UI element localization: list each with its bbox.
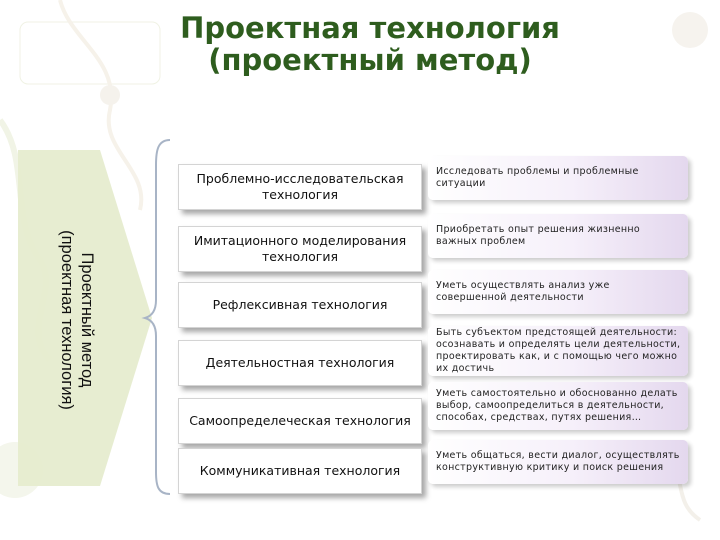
goal-text: Уметь общаться, вести диалог, осуществля… — [436, 450, 680, 473]
title-line-2: (проектный метод) — [208, 43, 532, 77]
goal-box: Быть субъектом предстоящей деятельности:… — [428, 326, 688, 376]
technology-box: Коммуникативная технология — [178, 448, 422, 494]
goal-box: Исследовать проблемы и проблемные ситуац… — [428, 156, 688, 200]
side-label: Проектный метод (проектная технология) — [53, 185, 97, 455]
technology-box: Деятельностная технология — [178, 340, 422, 386]
technology-label: Имитационного моделирования технология — [193, 233, 407, 264]
technology-label: Проблемно-исследовательская технология — [196, 171, 404, 202]
goal-box: Приобретать опыт решения жизненно важных… — [428, 214, 688, 258]
side-label-line-1: Проектный метод — [78, 252, 96, 388]
technology-box: Имитационного моделирования технология — [178, 226, 422, 272]
goal-box: Уметь общаться, вести диалог, осуществля… — [428, 440, 688, 484]
goal-box: Уметь осуществлять анализ уже совершенно… — [428, 270, 688, 314]
side-label-line-2: (проектная технология) — [58, 230, 76, 410]
technology-box: Рефлексивная технология — [178, 282, 422, 328]
technology-label: Самоопределеческая технология — [189, 413, 411, 428]
outer-bracket — [141, 139, 171, 495]
big-arrow-shape — [18, 150, 152, 486]
goal-text: Быть субъектом предстоящей деятельности:… — [436, 327, 681, 374]
technology-box: Проблемно-исследовательская технология — [178, 164, 422, 210]
technology-label: Коммуникативная технология — [199, 463, 401, 478]
goal-text: Приобретать опыт решения жизненно важных… — [436, 224, 640, 247]
goal-box: Уметь самостоятельно и обоснованно делат… — [428, 382, 688, 430]
technology-box: Самоопределеческая технология — [178, 398, 422, 444]
technology-label: Деятельностная технология — [205, 355, 395, 370]
goal-text: Уметь осуществлять анализ уже совершенно… — [436, 280, 610, 303]
technology-label: Рефлексивная технология — [212, 297, 388, 312]
title-line-1: Проектная технология — [180, 11, 560, 45]
goal-text: Исследовать проблемы и проблемные ситуац… — [436, 166, 639, 189]
goal-text: Уметь самостоятельно и обоснованно делат… — [436, 388, 678, 423]
page-title: Проектная технология (проектный метод) — [150, 12, 590, 76]
